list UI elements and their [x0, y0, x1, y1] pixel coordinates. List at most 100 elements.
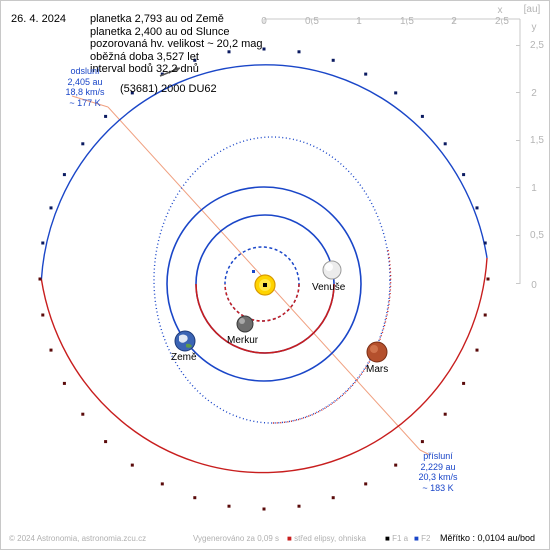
orbit-point	[486, 277, 490, 281]
info-block: planetka 2,793 au od Země planetka 2,400…	[90, 13, 263, 76]
orbit-point	[297, 504, 301, 508]
axes: 0 0,5 1 1,5 2 2,5 2,5 2 1,5 1 0,5 0 x [a…	[261, 4, 544, 291]
x-tick-label: 1	[356, 16, 362, 27]
orbit-point	[475, 348, 479, 352]
x-tick-label: 0	[261, 16, 267, 27]
perihelion-temperature: ~ 183 K	[422, 482, 454, 493]
orbit-point	[62, 381, 66, 385]
aphelion-label: odsluní 2,405 au 18,8 km/s ~ 177 K	[57, 66, 113, 108]
aphelion-title: odsluní	[70, 66, 100, 76]
orbit-point	[394, 463, 398, 467]
legend-f2-label: F2	[421, 534, 431, 543]
orbit-point	[81, 412, 85, 416]
x-tick-label: 1,5	[400, 16, 414, 27]
perihelion-title: přísluní	[423, 451, 453, 461]
legend-center-label: střed elipsy, ohniska	[294, 534, 366, 543]
orbit-point	[462, 173, 466, 177]
orbit-point	[49, 206, 53, 210]
orbit-point	[483, 313, 487, 317]
info-point-interval: interval bodů 32,2 dnů	[90, 63, 199, 75]
orbit-point	[38, 277, 42, 281]
orbit-point	[227, 50, 231, 54]
legend-f1: ■ F1 a	[385, 534, 408, 543]
venus-label: Venuše	[312, 282, 346, 293]
x-axis-label: x	[498, 5, 503, 16]
mars-icon	[366, 341, 388, 363]
orbit-point	[262, 47, 266, 51]
earth-orbit	[166, 186, 362, 382]
legend-f2: ■ F2	[414, 534, 430, 543]
orbit-point	[331, 496, 335, 500]
info-period: oběžná doba 3,527 let	[90, 50, 199, 63]
orbit-point	[49, 348, 53, 352]
orbit-point	[62, 173, 66, 177]
orbit-point	[130, 91, 134, 95]
mercury-label: Merkur	[227, 335, 259, 346]
y-axis-label: y	[532, 22, 537, 33]
orbit-point-markers	[38, 47, 490, 511]
y-tick-label: 0	[531, 280, 537, 291]
orbit-point	[193, 58, 197, 62]
earth-label: Země	[171, 352, 197, 363]
orbit-point	[462, 381, 466, 385]
orbit-point	[104, 440, 108, 444]
aphelion-temperature: ~ 177 K	[69, 97, 101, 108]
date-label: 26. 4. 2024	[11, 13, 67, 25]
orbit-point	[160, 482, 164, 486]
scale-label: Měřítko : 0,0104 au/bod	[440, 533, 536, 543]
orbit-point	[483, 241, 487, 245]
venus-orbit-south	[195, 283, 335, 354]
perihelion-velocity: 20,3 km/s	[418, 472, 458, 482]
unit-label: [au]	[524, 4, 541, 15]
mercury-orbit-south	[224, 283, 300, 322]
generated-time: Vygenerováno za 0,09 s	[193, 534, 279, 543]
orbit-point	[297, 50, 301, 54]
mercury-icon	[236, 315, 254, 333]
perihelion-distance: 2,229 au	[420, 461, 456, 472]
legend-f1-marker-icon: ■	[385, 534, 390, 543]
asteroid-orbit-north-arc	[40, 64, 488, 280]
aphelion-pointer	[71, 95, 109, 108]
legend-center: ■ střed elipsy, ohniska	[287, 534, 366, 543]
info-sun-distance: planetka 2,400 au od Slunce	[90, 25, 230, 38]
orbit-point	[394, 91, 398, 95]
perihelion-label: přísluní 2,229 au 20,3 km/s ~ 183 K	[410, 451, 466, 493]
x-tick-label: 0,5	[305, 16, 319, 27]
orbit-point	[475, 206, 479, 210]
y-tick-label: 2	[531, 88, 537, 99]
orbit-point	[420, 114, 424, 118]
x-tick-label: 2	[451, 16, 457, 27]
aphelion-distance: 2,405 au	[67, 76, 103, 87]
legend-center-marker-icon: ■	[287, 534, 292, 543]
x-tick-label: 2,5	[495, 16, 509, 27]
y-tick-label: 0,5	[530, 230, 544, 241]
aphelion-velocity: 18,8 km/s	[65, 87, 105, 97]
focus-f1-marker	[263, 283, 267, 287]
mars-orbit	[153, 136, 391, 424]
y-tick-label: 1,5	[530, 135, 544, 146]
info-magnitude: pozorovaná hv. velikost ~ 20,2 mag	[90, 38, 263, 50]
mars-orbit-south	[271, 249, 392, 424]
orbit-point	[443, 412, 447, 416]
venus-icon	[322, 260, 342, 280]
orbit-point	[227, 504, 231, 508]
orbit-point	[41, 241, 45, 245]
asteroid-orbit	[38, 47, 490, 511]
orbit-point	[81, 142, 85, 146]
orbit-point	[130, 463, 134, 467]
info-earth-distance: planetka 2,793 au od Země	[90, 13, 224, 25]
orbit-point	[443, 142, 447, 146]
legend-f2-marker-icon: ■	[414, 534, 419, 543]
perihelion-pointer	[419, 449, 431, 456]
object-name: (53681) 2000 DU62	[120, 83, 217, 95]
orbit-point	[364, 72, 368, 76]
orbit-point	[193, 496, 197, 500]
orbit-point	[160, 72, 164, 76]
copyright-text: © 2024 Astronomia, astronomia.zcu.cz	[9, 534, 147, 543]
orbit-point	[41, 313, 45, 317]
y-tick-label: 1	[531, 183, 537, 194]
orbit-point	[420, 440, 424, 444]
orbit-point	[262, 507, 266, 511]
y-tick-label: 2,5	[530, 40, 544, 51]
